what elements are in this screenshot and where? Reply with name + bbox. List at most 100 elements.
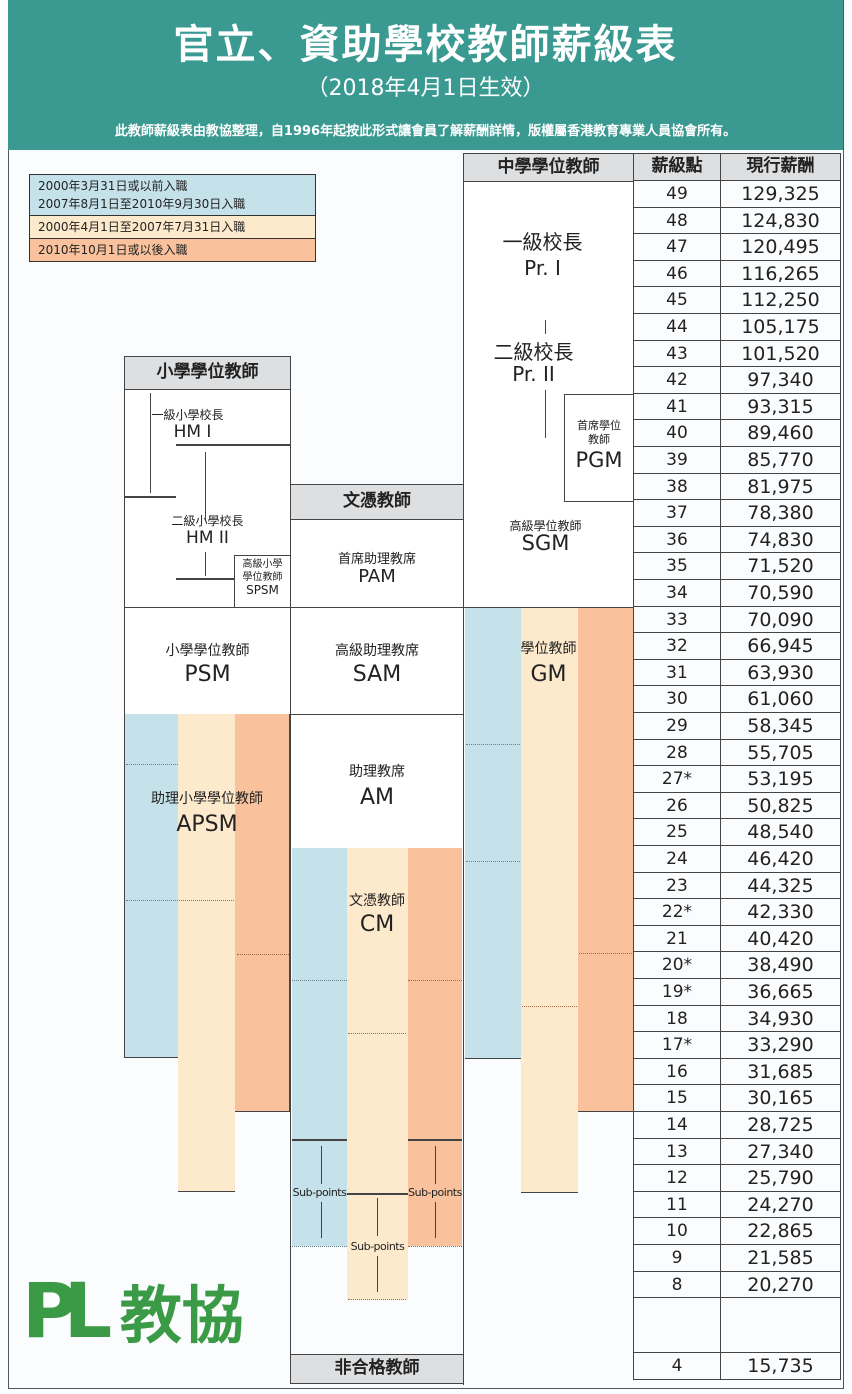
gm-bar-orange (578, 608, 633, 1112)
salary-point: 42 (634, 367, 721, 393)
salary-amount: 61,060 (747, 688, 814, 711)
apsm-cream-dotted (126, 900, 234, 901)
cm-blue-dotted (292, 980, 347, 981)
psm-box: 小學學位教師 PSM (124, 607, 291, 715)
legend-item-cream: 2000年4月1日至2007年7月31日入職 (30, 216, 315, 239)
salary-amount: 93,315 (747, 395, 814, 418)
salary-point: 24 (634, 846, 721, 872)
salary-amount: 97,340 (747, 369, 814, 392)
salary-amount: 25,790 (747, 1167, 814, 1190)
gm-cream-dotted (522, 1006, 577, 1007)
salary-amount: 24,270 (747, 1193, 814, 1216)
pr2-arrow-up (545, 320, 546, 334)
diploma-group-heading: 文憑教師 (290, 484, 464, 520)
salary-point: 43 (634, 340, 721, 367)
salary-amount: 44,325 (747, 874, 814, 897)
gm-blue-dotted-1 (466, 744, 520, 745)
spsm-box: 高級小學 學位教師 SPSM (234, 555, 291, 608)
salary-point: 34 (634, 580, 721, 606)
salary-point: 47 (634, 234, 721, 260)
hm1-label-zh: 一級小學校長 (151, 408, 224, 422)
apsm-label-en: APSM (176, 812, 238, 837)
apsm-bar-orange (235, 714, 290, 1112)
salary-amount: 48,540 (747, 821, 814, 844)
subpoints-label-blue: Sub-points (292, 1186, 347, 1199)
salary-amount: 89,460 (747, 422, 814, 445)
gm-bar-cream (521, 608, 578, 1193)
salary-amount: 46,420 (747, 848, 814, 870)
salary-amount: 74,830 (747, 528, 814, 551)
salary-point: 12 (634, 1165, 721, 1191)
page-title: 官立、資助學校教師薪級表 (173, 22, 678, 68)
cm-blue-bottom-dotted (292, 1246, 347, 1247)
salary-amount: 101,520 (741, 342, 820, 365)
cm-label-zh: 文憑教師 (349, 893, 405, 909)
subpoints-label-cream: Sub-points (350, 1240, 405, 1253)
sam-box: 高級助理教席 SAM (290, 607, 464, 715)
salary-point: 18 (634, 1005, 721, 1032)
cm-orange-dotted (408, 980, 462, 981)
hm1-label-en: HM I (173, 422, 212, 442)
salary-amount: 70,590 (747, 582, 814, 604)
table-row: 42 97,340 (633, 367, 841, 394)
salary-point: 32 (634, 633, 721, 659)
salary-point: 38 (634, 473, 721, 500)
salary-amount: 50,825 (747, 794, 814, 817)
salary-amount: 15,735 (747, 1355, 814, 1378)
salary-point: 11 (634, 1191, 721, 1218)
salary-amount: 120,495 (741, 236, 820, 259)
cm-blue-subpoint-line (292, 1139, 347, 1141)
salary-amount: 63,930 (747, 661, 814, 684)
table-row: 47 120,495 (633, 234, 841, 261)
secondary-group-heading: 中學學位教師 (463, 153, 634, 182)
primary-group-heading: 小學學位教師 (124, 356, 291, 390)
salary-point: 13 (634, 1138, 721, 1165)
salary-point: 22* (634, 899, 721, 925)
salary-point: 41 (634, 393, 721, 420)
unqualified-group-heading: 非合格教師 (290, 1354, 464, 1384)
gm-blue-dotted-2 (466, 861, 520, 862)
salary-point: 39 (634, 447, 721, 473)
salary-point: 27* (634, 766, 721, 792)
legend-item-blue: 2000年3月31日或以前入職 2007年8月1日至2010年9月30日入職 (30, 175, 315, 216)
salary-amount: 27,340 (747, 1140, 814, 1163)
table-row: 22*42,330 (633, 899, 841, 926)
apsm-label-zh: 助理小學學位教師 (151, 791, 263, 807)
hm2-range-arrow-up (205, 452, 206, 520)
salary-amount: 33,290 (747, 1034, 814, 1057)
table-row: 11 24,270 (633, 1191, 841, 1219)
salary-amount: 112,250 (741, 289, 820, 312)
salary-point: 20* (634, 952, 721, 978)
hm2-bottom-line (176, 578, 234, 580)
salary-amount: 116,265 (741, 262, 820, 285)
subpoint-arrow-blue-up (321, 1146, 322, 1184)
primary-heads-block: 一級小學校長 HM I 二級小學校長 HM II (124, 389, 291, 608)
hm2-range-arrow-down (205, 552, 206, 576)
subpoint-arrow-orange-up (435, 1146, 436, 1184)
gm-block (463, 607, 634, 1385)
hm1-bottom-line (176, 444, 290, 446)
gm-label-zh: 學位教師 (520, 641, 577, 657)
salary-amount: 70,090 (747, 608, 814, 631)
salary-point: 25 (634, 819, 721, 845)
salary-amount: 36,665 (747, 981, 814, 1003)
col-header-salary: 現行薪酬 (746, 156, 815, 176)
cm-cream-bottom-dotted (348, 1299, 406, 1300)
salary-amount: 55,705 (747, 741, 814, 764)
